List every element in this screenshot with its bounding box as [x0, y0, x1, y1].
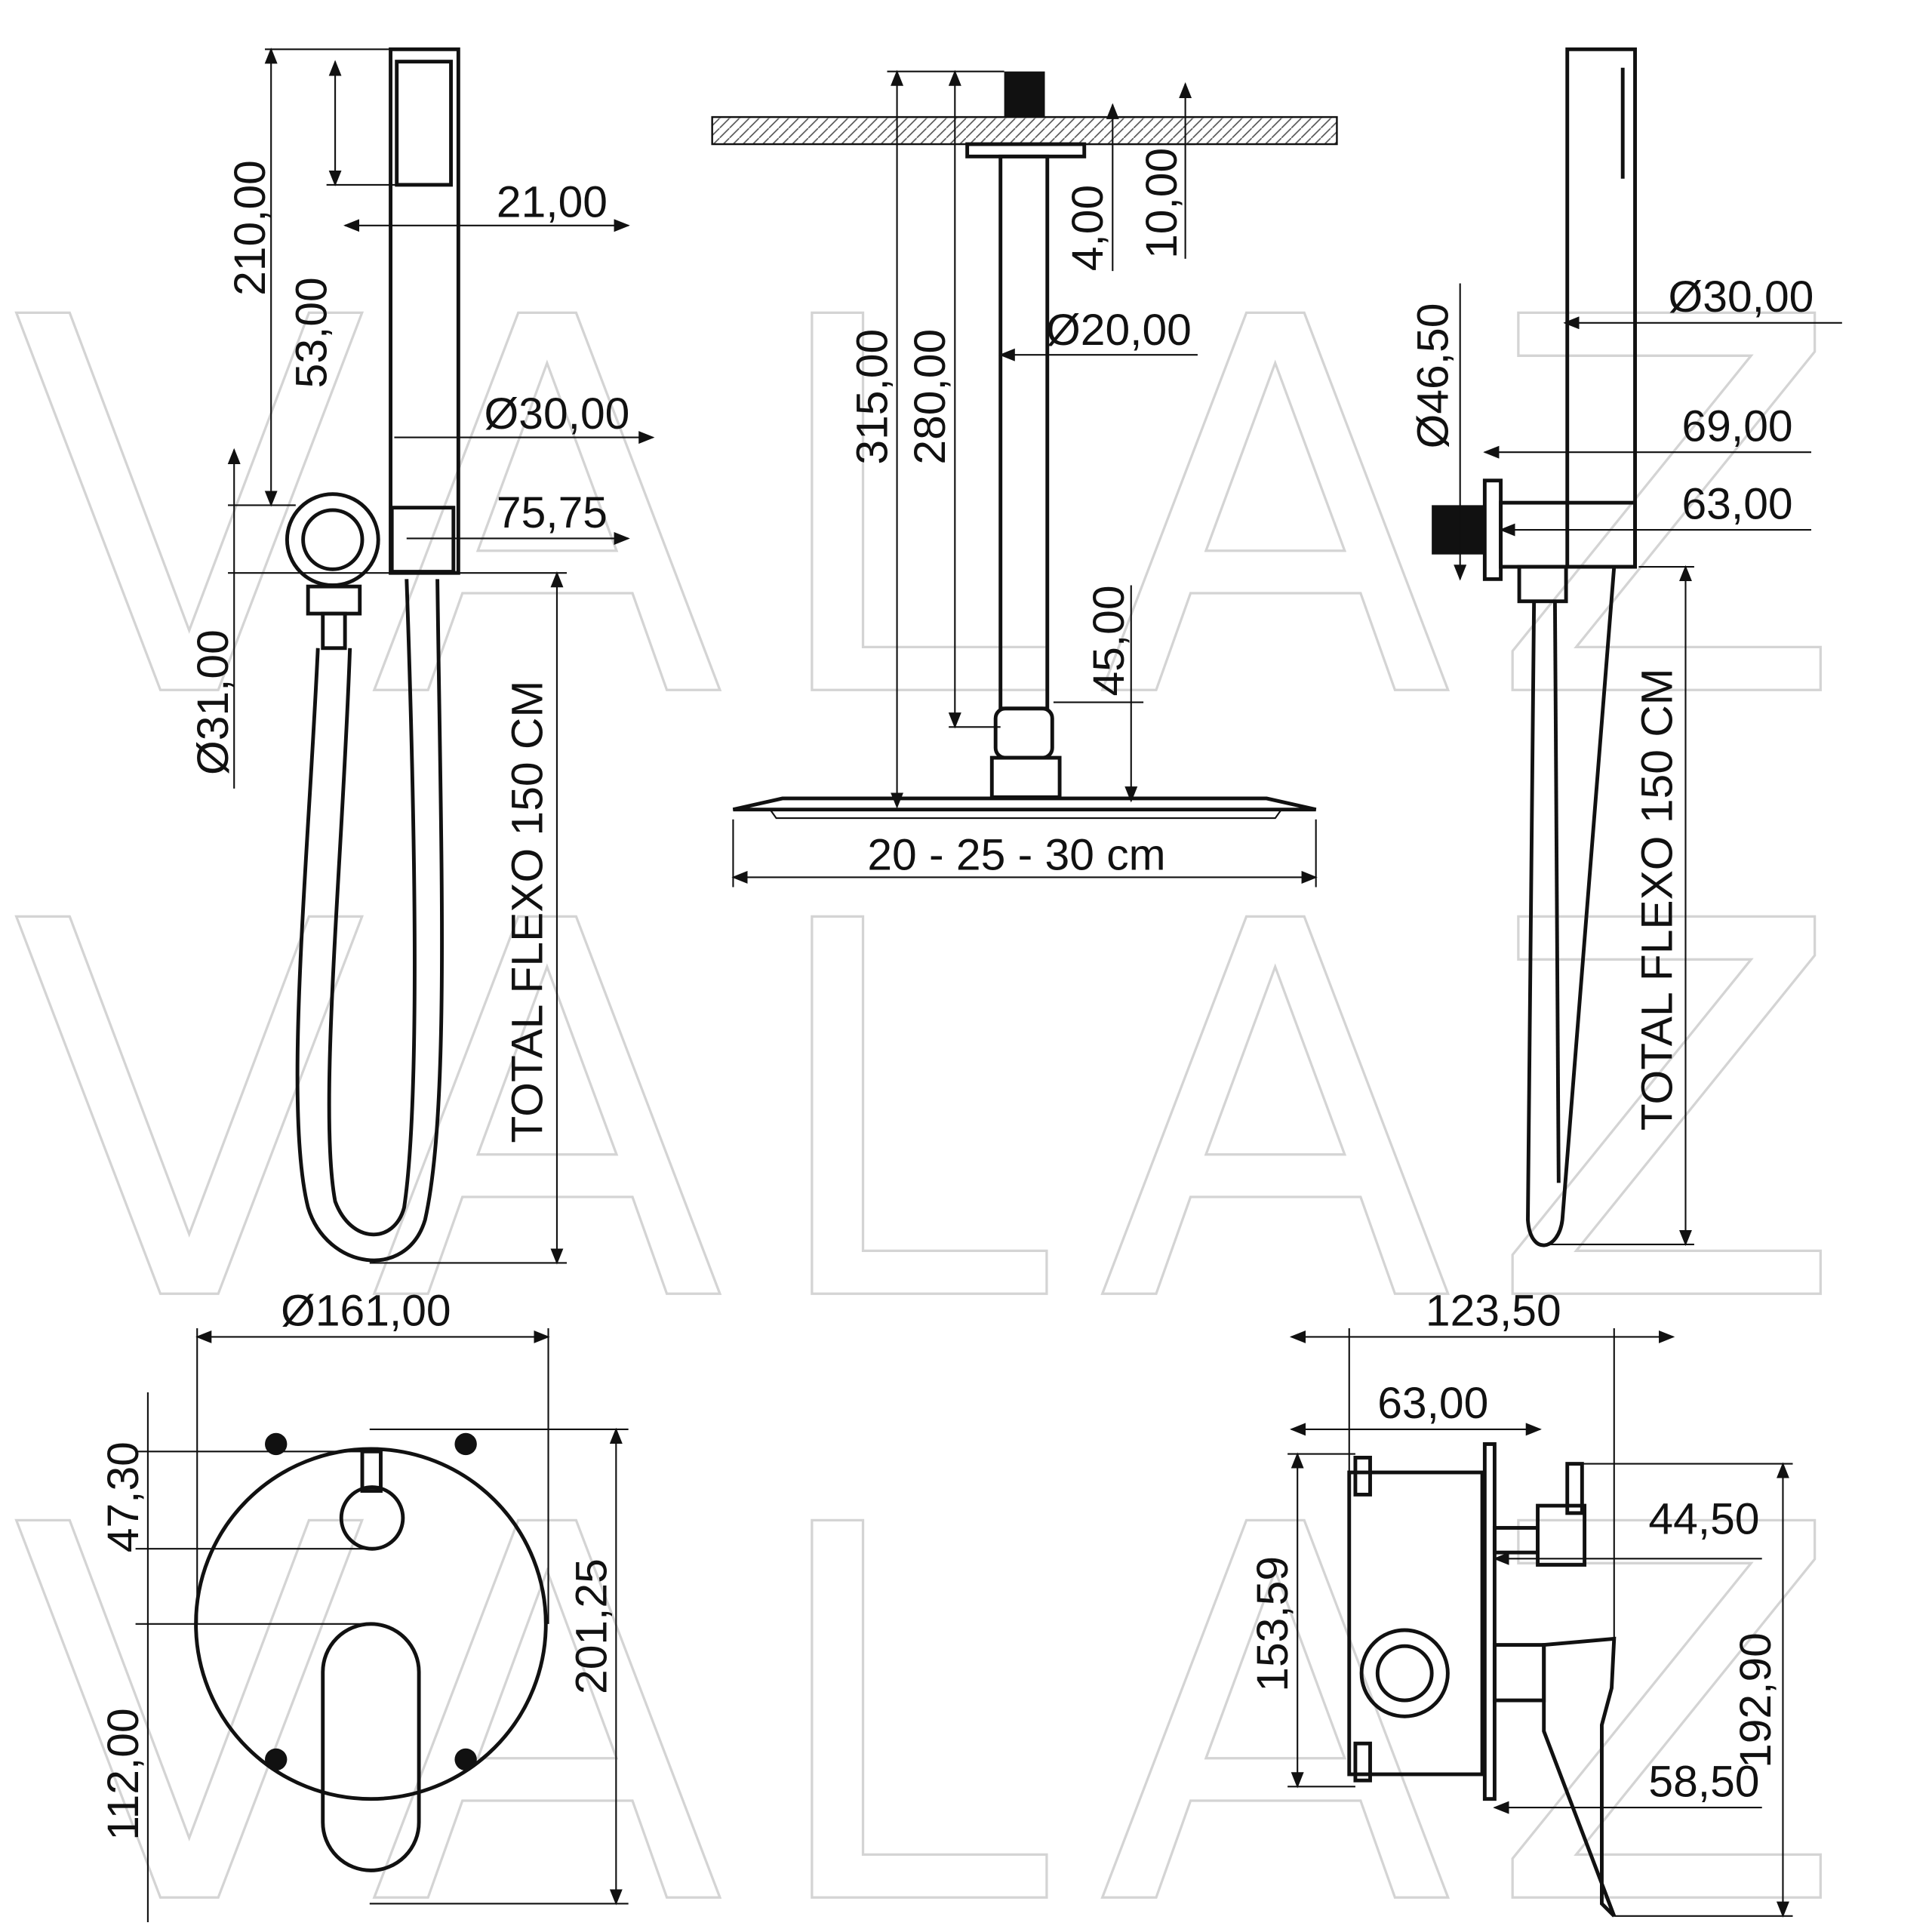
dim-body-diameter: Ø30,00 — [485, 389, 630, 438]
dim-arm-height: 280,00 — [906, 329, 955, 465]
dim-lever-offset: 112,00 — [99, 1708, 148, 1840]
dim-diverter-projection: 44,50 — [1648, 1495, 1759, 1544]
dim-lever-projection: 58,50 — [1648, 1757, 1759, 1806]
hose — [295, 579, 445, 1263]
dim-plate-diameter: Ø46,50 — [1408, 303, 1457, 449]
dim-projection-total: 69,00 — [1682, 401, 1793, 451]
dim-box-height: 153,59 — [1248, 1556, 1297, 1692]
dim-holder-width: 75,75 — [497, 488, 608, 537]
svg-text:VALAZ: VALAZ — [12, 1417, 1881, 1932]
dim-head-width: 21,00 — [497, 177, 608, 226]
dim-total-height: 201,25 — [567, 1558, 616, 1694]
dim-connector: 45,00 — [1084, 585, 1134, 696]
mixer-front-view: Ø161,00 47,30 112,00 201,25 — [99, 1287, 629, 1922]
dim-ceiling: 10,00 — [1137, 148, 1186, 259]
dim-total-height: 192,90 — [1731, 1632, 1780, 1768]
dim-flange: 4,00 — [1063, 185, 1112, 271]
svg-text:VALAZ: VALAZ — [12, 210, 1881, 812]
dim-holder-diameter: Ø31,00 — [189, 629, 238, 775]
dim-hose-length: TOTAL FLEXO 150 CM — [1633, 668, 1682, 1131]
dim-head-height: 53,00 — [288, 277, 337, 388]
svg-text:VALAZ: VALAZ — [12, 814, 1881, 1416]
dim-plate-diameter: Ø161,00 — [281, 1287, 451, 1336]
dim-diverter-offset: 47,30 — [99, 1441, 148, 1552]
dim-total-height: 210,00 — [226, 160, 275, 296]
rain-shower-view: 315,00 280,00 4,00 10,00 Ø20,00 45,00 20… — [711, 69, 1338, 888]
dim-hose-length: TOTAL FLEXO 150 CM — [503, 681, 552, 1143]
dim-arm-diameter: Ø20,00 — [1046, 306, 1192, 355]
watermark: VALAZ VALAZ VALAZ — [11, 209, 1881, 1932]
ceiling — [711, 115, 1338, 146]
mixer-side-view: 123,50 63,00 153,59 192,90 44,50 58,50 — [1248, 1287, 1793, 1918]
dim-box-depth: 63,00 — [1377, 1379, 1488, 1428]
dim-body-diameter: Ø30,00 — [1669, 272, 1814, 321]
shower-head-nozzles — [395, 60, 453, 187]
dim-projection: 63,00 — [1682, 479, 1793, 528]
hand-shower-side-view: Ø46,50 Ø30,00 69,00 63,00 TOTAL FLEXO 15… — [1408, 47, 1842, 1247]
hand-shower-front-view: 210,00 53,00 21,00 Ø30,00 75,75 Ø31,00 T… — [189, 47, 655, 1265]
dim-total-depth: 123,50 — [1426, 1287, 1561, 1336]
dim-head-size: 20 - 25 - 30 cm — [867, 831, 1165, 880]
dim-total-height: 315,00 — [848, 329, 897, 465]
